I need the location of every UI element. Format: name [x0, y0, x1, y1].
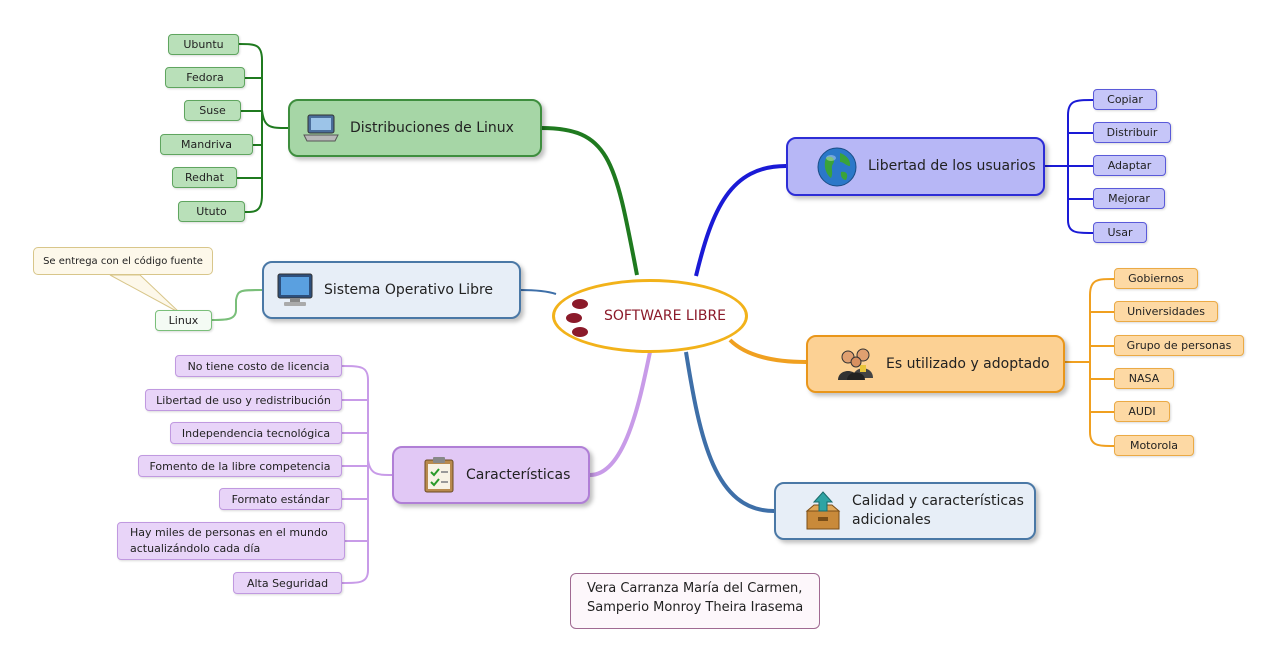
subtopic-gobiernos[interactable]: Gobiernos: [1114, 268, 1198, 289]
topic-label: Características: [466, 466, 571, 483]
callout-label: Se entrega con el código fuente: [43, 255, 203, 267]
topic-label: Es utilizado y adoptado: [886, 355, 1050, 372]
bracket-sistema: [211, 289, 263, 321]
topic-sistema-operativo-libre[interactable]: Sistema Operativo Libre: [262, 261, 521, 319]
subtopic-independencia[interactable]: Independencia tecnológica: [170, 422, 342, 444]
subtopic-label: Independencia tecnológica: [181, 426, 331, 440]
author-line-1: Vera Carranza María del Carmen,: [587, 581, 803, 596]
laptop-icon: [303, 114, 339, 142]
subtopic-motorola[interactable]: Motorola: [1114, 435, 1194, 456]
subtopic-label: No tiene costo de licencia: [187, 359, 330, 373]
box-upload-icon: [805, 491, 841, 530]
subtopic-miles-de-personas[interactable]: Hay miles de personas en el mundo actual…: [117, 522, 345, 560]
subtopic-ututo[interactable]: Ututo: [178, 201, 245, 222]
subtopic-label: Mejorar: [1108, 192, 1150, 205]
central-topic[interactable]: SOFTWARE LIBRE: [552, 279, 748, 353]
subtopic-adaptar[interactable]: Adaptar: [1093, 155, 1166, 176]
subtopic-label: Suse: [199, 104, 226, 117]
subtopic-label: Ubuntu: [183, 38, 224, 51]
subtopic-audi[interactable]: AUDI: [1114, 401, 1170, 422]
callout-note[interactable]: Se entrega con el código fuente: [33, 247, 213, 275]
globe-icon: [817, 147, 857, 186]
author-note[interactable]: Vera Carranza María del Carmen, Samperio…: [570, 573, 820, 629]
subtopic-label: Grupo de personas: [1126, 339, 1232, 352]
topic-calidad-y-caracteristicas[interactable]: Calidad y características adicionales: [774, 482, 1036, 540]
subtopic-no-tiene-costo[interactable]: No tiene costo de licencia: [175, 355, 342, 377]
subtopic-label: Mandriva: [180, 138, 232, 151]
topic-label: Calidad y características adicionales: [852, 493, 1024, 528]
subtopic-label: Gobiernos: [1128, 272, 1184, 285]
topic-es-utilizado-y-adoptado[interactable]: Es utilizado y adoptado: [806, 335, 1065, 393]
subtopic-fedora[interactable]: Fedora: [165, 67, 245, 88]
topic-libertad-de-los-usuarios[interactable]: Libertad de los usuarios: [786, 137, 1045, 196]
subtopic-nasa[interactable]: NASA: [1114, 368, 1174, 389]
subtopic-universidades[interactable]: Universidades: [1114, 301, 1218, 322]
topic-label: Libertad de los usuarios: [868, 158, 1036, 175]
subtopic-label: Linux: [168, 314, 199, 327]
checklist-clipboard-icon: [424, 457, 454, 493]
bracket-caracteristicas: [341, 365, 393, 584]
topic-caracteristicas[interactable]: Características: [392, 446, 590, 504]
subtopic-label: Fedora: [186, 71, 224, 84]
subtopic-alta-seguridad[interactable]: Alta Seguridad: [233, 572, 342, 594]
connector-sistema: [519, 289, 557, 295]
subtopic-usar[interactable]: Usar: [1093, 222, 1147, 243]
callout-pointer: [109, 274, 181, 314]
topic-label: Sistema Operativo Libre: [324, 281, 494, 298]
subtopic-copiar[interactable]: Copiar: [1093, 89, 1157, 110]
subtopic-label: Copiar: [1107, 93, 1143, 106]
subtopic-ubuntu[interactable]: Ubuntu: [168, 34, 239, 55]
subtopic-label: Fomento de la libre competencia: [149, 459, 331, 473]
connector-calidad: [684, 351, 775, 513]
subtopic-distribuir[interactable]: Distribuir: [1093, 122, 1171, 143]
author-line-2: Samperio Monroy Theira Irasema: [587, 599, 804, 615]
subtopic-fomento[interactable]: Fomento de la libre competencia: [138, 455, 342, 477]
bracket-libertad: [1044, 99, 1094, 234]
subtopic-label: Libertad de uso y redistribución: [156, 393, 331, 407]
subtopic-label: Alta Seguridad: [246, 576, 329, 590]
bracket-utilizado: [1064, 278, 1115, 447]
connector-libertad: [694, 164, 787, 277]
monitor-icon: [277, 273, 313, 306]
subtopic-label: Adaptar: [1107, 159, 1152, 172]
subtopic-label: Universidades: [1127, 305, 1205, 318]
subtopic-label: Distribuir: [1106, 126, 1158, 139]
central-topic-label: SOFTWARE LIBRE: [603, 308, 727, 324]
subtopic-label: AUDI: [1128, 405, 1156, 418]
subtopic-label: NASA: [1128, 372, 1160, 385]
subtopic-redhat[interactable]: Redhat: [172, 167, 237, 188]
central-topic-icon: [566, 299, 588, 337]
subtopic-label: Redhat: [185, 171, 224, 184]
subtopic-mandriva[interactable]: Mandriva: [160, 134, 253, 155]
subtopic-formato-estandar[interactable]: Formato estándar: [219, 488, 342, 510]
subtopic-label: Ututo: [196, 205, 227, 218]
subtopic-libertad-de-uso[interactable]: Libertad de uso y redistribución: [145, 389, 342, 411]
subtopic-suse[interactable]: Suse: [184, 100, 241, 121]
subtopic-label: Formato estándar: [231, 492, 330, 506]
subtopic-linux[interactable]: Linux: [155, 310, 212, 331]
connector-caracteristicas: [589, 351, 652, 477]
connector-utilizado: [728, 338, 807, 364]
subtopic-mejorar[interactable]: Mejorar: [1093, 188, 1165, 209]
subtopic-label: Hay miles de personas en el mundo actual…: [130, 526, 328, 555]
subtopic-grupo-de-personas[interactable]: Grupo de personas: [1114, 335, 1244, 356]
subtopic-label: Usar: [1107, 226, 1133, 239]
people-icon: [838, 348, 873, 380]
bracket-distribuciones: [237, 43, 289, 213]
topic-distribuciones-de-linux[interactable]: Distribuciones de Linux: [288, 99, 542, 157]
connector-distribuciones: [540, 126, 639, 276]
subtopic-label: Motorola: [1129, 439, 1179, 452]
topic-label: Distribuciones de Linux: [350, 119, 514, 136]
